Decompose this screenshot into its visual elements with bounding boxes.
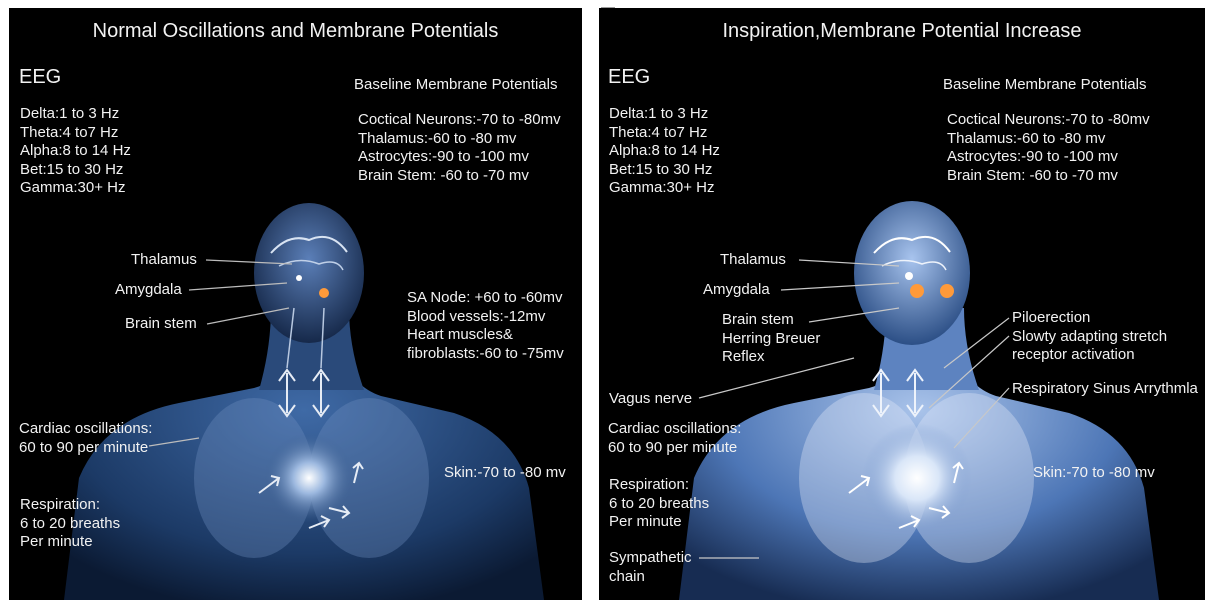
inspiration-panel: Inspiration,Membrane Potential Increase … [599, 8, 1205, 600]
thalamus-label: Thalamus [131, 251, 197, 270]
skin-potential: Skin:-70 to -80 mv [1033, 464, 1155, 483]
eeg-heading: EEG [19, 68, 61, 87]
amygdala-glow [319, 288, 329, 298]
respiration-rate: Respiration: 6 to 20 breaths Per minute [20, 496, 120, 552]
skin-potential: Skin:-70 to -80 mv [444, 464, 566, 483]
heart-potentials: SA Node: +60 to -60mv Blood vessels:-12m… [407, 289, 564, 363]
amygdala-label: Amygdala [703, 281, 770, 300]
cardiac-oscillations: Cardiac oscillations: 60 to 90 per minut… [608, 420, 741, 457]
brain-stem-label: Brain stem [125, 315, 197, 334]
amygdala-label: Amygdala [115, 281, 182, 300]
amygdala-glow [910, 284, 924, 298]
eeg-bands: Delta:1 to 3 Hz Theta:4 to7 Hz Alpha:8 t… [20, 105, 131, 198]
baseline-heading: Baseline Membrane Potentials [943, 76, 1146, 95]
baseline-values: Coctical Neurons:-70 to -80mv Thalamus:-… [358, 111, 561, 185]
respiration-rate: Respiration: 6 to 20 breaths Per minute [609, 476, 709, 532]
baseline-heading: Baseline Membrane Potentials [354, 76, 557, 95]
thalamus-glow [905, 272, 913, 280]
panel-title: Normal Oscillations and Membrane Potenti… [9, 22, 582, 41]
eeg-bands: Delta:1 to 3 Hz Theta:4 to7 Hz Alpha:8 t… [609, 105, 720, 198]
rsa-label: Respiratory Sinus Arrythmla [1012, 380, 1198, 399]
cardiac-oscillations: Cardiac oscillations: 60 to 90 per minut… [19, 420, 152, 457]
panel-title: Inspiration,Membrane Potential Increase [599, 22, 1205, 41]
sympathetic-chain-label: Sympathetic chain [609, 549, 692, 586]
head-shape [254, 203, 364, 343]
vagus-nerve-label: Vagus nerve [609, 390, 692, 409]
baseline-values: Coctical Neurons:-70 to -80mv Thalamus:-… [947, 111, 1150, 185]
thalamus-label: Thalamus [720, 251, 786, 270]
piloerection-label: Piloerection Slowty adapting stretch rec… [1012, 309, 1167, 365]
brain-stem-label: Brain stem Herring Breuer Reflex [722, 311, 820, 367]
amygdala-glow [940, 284, 954, 298]
head-shape [854, 201, 970, 345]
thalamus-glow [296, 275, 302, 281]
eeg-heading: EEG [608, 68, 650, 87]
normal-oscillations-panel: Normal Oscillations and Membrane Potenti… [9, 8, 582, 600]
